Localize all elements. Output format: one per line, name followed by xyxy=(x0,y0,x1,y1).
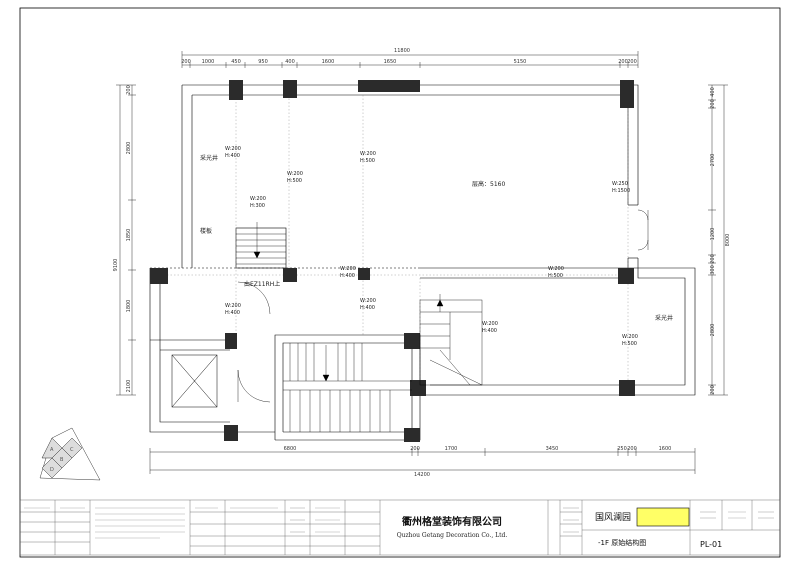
beam-w: W:200 xyxy=(287,171,303,177)
top-dim-seg: 1600 xyxy=(322,59,335,65)
bottom-dim-seg: 6800 xyxy=(284,446,297,452)
bottom-dim-seg: 1700 xyxy=(445,446,458,452)
beam-w: W:200 xyxy=(360,298,376,304)
right-dim-seg: 200 xyxy=(710,99,716,109)
drawing-number: PL-01 xyxy=(700,540,722,549)
top-dim-seg: 950 xyxy=(258,59,268,65)
beam-w: W:200 xyxy=(548,266,564,272)
beam-w: W:200 xyxy=(225,303,241,309)
beam-w: W:200 xyxy=(482,321,498,327)
beam-h: H:400 xyxy=(340,273,355,279)
bottom-dim-seg: 3450 xyxy=(546,446,559,452)
beam-h: H:500 xyxy=(622,341,637,347)
floor-height-label: 层高：5160 xyxy=(472,180,505,188)
left-dimensions xyxy=(116,84,136,396)
top-dim-seg: 1000 xyxy=(202,59,215,65)
beam-w: W:200 xyxy=(340,266,356,272)
bottom-dimensions xyxy=(149,448,696,474)
beam-h: H:1500 xyxy=(612,188,630,194)
left-dim-seg: 1800 xyxy=(126,300,132,313)
compass-d: D xyxy=(50,467,54,473)
beam-w: W:200 xyxy=(360,151,376,157)
beam-h: H:400 xyxy=(482,328,497,334)
skylight-left-label: 采光井 xyxy=(200,154,218,162)
beam-h: H:300 xyxy=(250,203,265,209)
left-dim-seg: 2100 xyxy=(126,380,132,393)
bottom-dim-seg: 250 xyxy=(617,446,627,452)
beam-w: W:200 xyxy=(622,334,638,340)
beam-h: H:500 xyxy=(360,158,375,164)
beam-w: W:200 xyxy=(225,146,241,152)
columns xyxy=(150,80,635,442)
right-dim-seg: 200 xyxy=(710,254,716,264)
sheet-border xyxy=(19,7,781,558)
right-dimensions xyxy=(708,84,728,396)
beam-h: H:400 xyxy=(360,305,375,311)
top-dimensions xyxy=(181,51,639,68)
compass-c: C xyxy=(70,447,74,453)
stair-slab-label: 楼板 xyxy=(200,227,212,235)
bottom-total-dim: 14200 xyxy=(414,472,430,478)
company-name-en: Quzhou Getang Decoration Co., Ltd. xyxy=(397,532,508,539)
left-dim-seg: 1850 xyxy=(126,229,132,242)
beam-h: H:400 xyxy=(225,153,240,159)
beam-h: H:500 xyxy=(548,273,563,279)
top-total-dim: 11800 xyxy=(394,48,410,54)
left-total-dim: 9100 xyxy=(113,259,119,272)
bottom-dim-seg: 1600 xyxy=(659,446,672,452)
left-dim-seg: 200 xyxy=(126,85,132,95)
beam-h: H:500 xyxy=(287,178,302,184)
project-highlight xyxy=(636,507,690,527)
beam-w: W:200 xyxy=(250,196,266,202)
elevator-shaft xyxy=(171,354,218,408)
compass-a: A xyxy=(50,447,54,453)
top-dim-seg: 200 xyxy=(181,59,191,65)
right-dim-seg: 1200 xyxy=(710,228,716,241)
right-dim-seg: 400 xyxy=(710,87,716,97)
door-swings xyxy=(237,209,649,403)
top-dim-seg: 5150 xyxy=(514,59,527,65)
compass xyxy=(39,427,101,481)
right-dim-seg: 2700 xyxy=(710,154,716,167)
beam-labels: W:200 H:400 W:200 H:500 W:200 H:500 W:20… xyxy=(225,146,638,347)
upper-stair xyxy=(236,222,286,265)
company-name-cn: 衢州格堂装饰有限公司 xyxy=(402,515,502,528)
bottom-dim-seg: 200 xyxy=(627,446,637,452)
beam-lines xyxy=(160,95,629,395)
beam-w: W:250 xyxy=(612,181,628,187)
main-stair xyxy=(283,343,412,432)
fine-print xyxy=(24,507,774,539)
right-dim-seg: 300 xyxy=(710,265,716,275)
title-block xyxy=(19,499,781,556)
drawing-name: -1F 原始结构图 xyxy=(598,538,646,547)
left-dim-seg: 2800 xyxy=(126,142,132,155)
right-stair xyxy=(419,294,483,386)
project-name: 国风澜园 xyxy=(595,512,631,523)
right-dim-seg: 2800 xyxy=(710,324,716,337)
top-dim-seg: 1650 xyxy=(384,59,397,65)
top-dim-seg: 200 xyxy=(627,59,637,65)
beam-h: H:400 xyxy=(225,310,240,316)
top-dim-seg: 450 xyxy=(231,59,241,65)
right-total-dim: 8000 xyxy=(725,234,731,247)
bottom-dim-seg: 200 xyxy=(410,446,420,452)
top-dim-seg: 400 xyxy=(285,59,295,65)
compass-b: B xyxy=(60,457,64,463)
top-dim-seg: 200 xyxy=(618,59,628,65)
right-dim-seg: 200 xyxy=(710,385,716,395)
elevator-note-label: 由EZ11RH上 xyxy=(244,280,280,288)
skylight-right-label: 采光井 xyxy=(655,314,673,322)
